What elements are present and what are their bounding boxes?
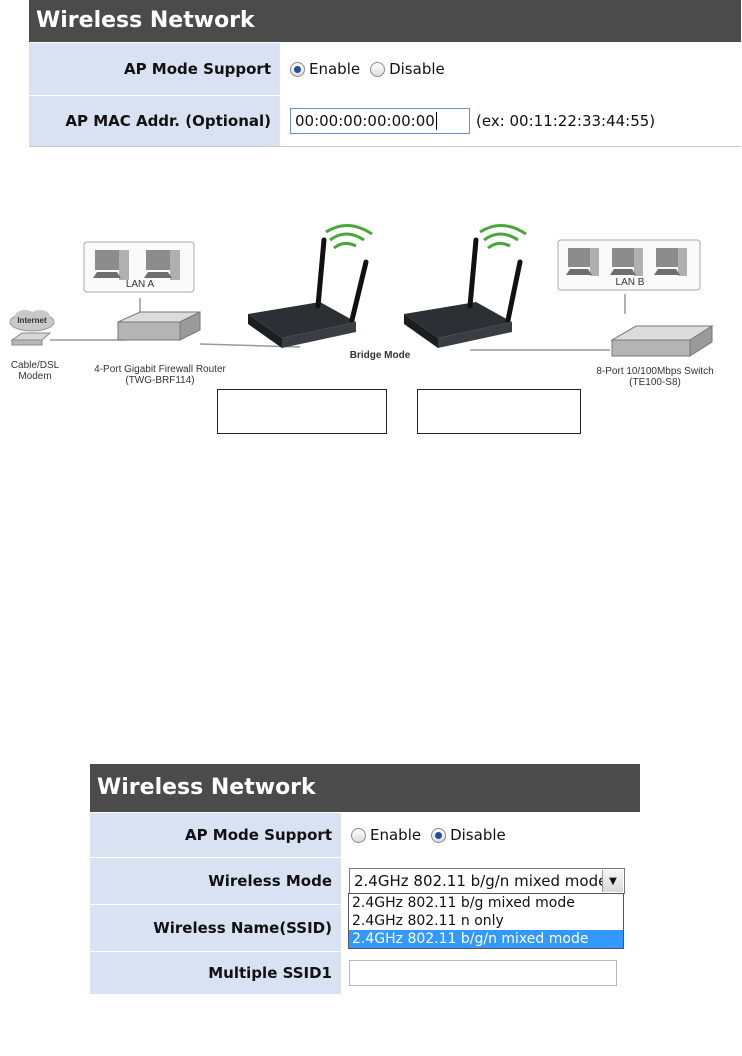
bridge-mode-label: Bridge Mode [349, 350, 411, 361]
router-label-line1: 4-Port Gigabit Firewall Router [94, 364, 226, 375]
wireless-mode-select[interactable]: 2.4GHz 802.11 b/g/n mixed mode ▼ [349, 868, 625, 894]
ap-mac-label: AP MAC Addr. (Optional) [29, 96, 279, 146]
panel-title: Wireless Network [90, 764, 640, 812]
disable-label[interactable]: Disable [389, 60, 445, 78]
multiple-ssid-input[interactable] [349, 960, 617, 986]
ssid-label: Wireless Name(SSID) [90, 905, 340, 951]
disable-label[interactable]: Disable [450, 826, 506, 844]
modem-label-line1: Cable/DSL [10, 360, 60, 371]
lan-b-group [557, 239, 701, 291]
network-diagram-svg [9, 224, 714, 357]
wireless-mode-option-selected[interactable]: 2.4GHz 802.11 b/g/n mixed mode [349, 930, 623, 948]
chevron-down-icon[interactable]: ▼ [602, 870, 623, 892]
multiple-ssid-label: Multiple SSID1 [90, 952, 340, 994]
enable-label[interactable]: Enable [309, 60, 361, 78]
multiple-ssid-row: Multiple SSID1 [90, 951, 640, 994]
wifi-signal-icon [479, 224, 527, 250]
wireless-mode-option[interactable]: 2.4GHz 802.11 b/g mixed mode [352, 895, 575, 911]
disable-radio[interactable] [370, 61, 386, 77]
wireless-mode-dropdown-list: 2.4GHz 802.11 b/g mixed mode 2.4GHz 802.… [348, 893, 624, 949]
wireless-network-panel-bottom: Wireless Network AP Mode Support Enable … [90, 764, 640, 994]
router-label-line2: (TWG-BRF114) [125, 375, 195, 386]
lan-a-label: LAN A [125, 279, 155, 290]
modem-label-line2: Modem [18, 371, 52, 382]
enable-radio[interactable] [351, 827, 366, 843]
ap-mode-options: Enable Disable [279, 43, 741, 95]
bridge-mode-diagram: Internet LAN A LAN B Cable/DSL Modem 4-P… [0, 222, 742, 437]
computer-icon [144, 250, 180, 280]
enable-label[interactable]: Enable [370, 826, 422, 844]
switch-label-line1: 8-Port 10/100Mbps Switch [596, 366, 714, 377]
switch-label-line2: (TE100-S8) [629, 377, 681, 388]
lan-b-label: LAN B [615, 277, 645, 288]
ap-mac-value: 00:00:00:00:00:00 [295, 112, 435, 130]
enable-radio[interactable] [290, 61, 305, 77]
access-point-icon-left [248, 237, 369, 348]
switch-icon [610, 325, 714, 357]
ap-mode-label: AP Mode Support [29, 43, 279, 95]
disable-radio[interactable] [431, 827, 447, 843]
wireless-mode-label: Wireless Mode [90, 858, 340, 904]
panel-title: Wireless Network [29, 0, 741, 42]
computer-icon [566, 248, 599, 276]
lan-a-group [83, 241, 195, 293]
ap-mac-input[interactable]: 00:00:00:00:00:00 [290, 108, 470, 134]
firewall-router-icon [117, 311, 201, 341]
ap-mac-row: AP MAC Addr. (Optional) 00:00:00:00:00:0… [29, 95, 741, 146]
text-caret [435, 112, 437, 130]
ap-mac-hint: (ex: 00:11:22:33:44:55) [476, 112, 656, 130]
computer-icon [93, 250, 129, 280]
wireless-mode-option[interactable]: 2.4GHz 802.11 n only [352, 913, 504, 929]
blank-label-box-left [217, 389, 387, 434]
ap-mode-label: AP Mode Support [90, 813, 340, 857]
access-point-icon-right [404, 237, 523, 348]
ap-mac-cell: 00:00:00:00:00:00 (ex: 00:11:22:33:44:55… [279, 96, 741, 146]
blank-label-box-right [417, 389, 581, 434]
modem-icon [10, 332, 52, 346]
ap-mode-row: AP Mode Support Enable Disable [29, 42, 741, 95]
wireless-network-panel-top: Wireless Network AP Mode Support Enable … [29, 0, 741, 147]
wireless-mode-value: 2.4GHz 802.11 b/g/n mixed mode [354, 872, 608, 890]
ap-mode-options: Enable Disable [340, 813, 640, 857]
computer-icon [654, 248, 687, 276]
ap-mode-row: AP Mode Support Enable Disable [90, 812, 640, 857]
multiple-ssid-cell [340, 952, 640, 994]
wifi-signal-icon [325, 224, 373, 250]
computer-icon [610, 248, 643, 276]
internet-cloud-icon [9, 310, 55, 332]
internet-label: Internet [17, 316, 47, 325]
